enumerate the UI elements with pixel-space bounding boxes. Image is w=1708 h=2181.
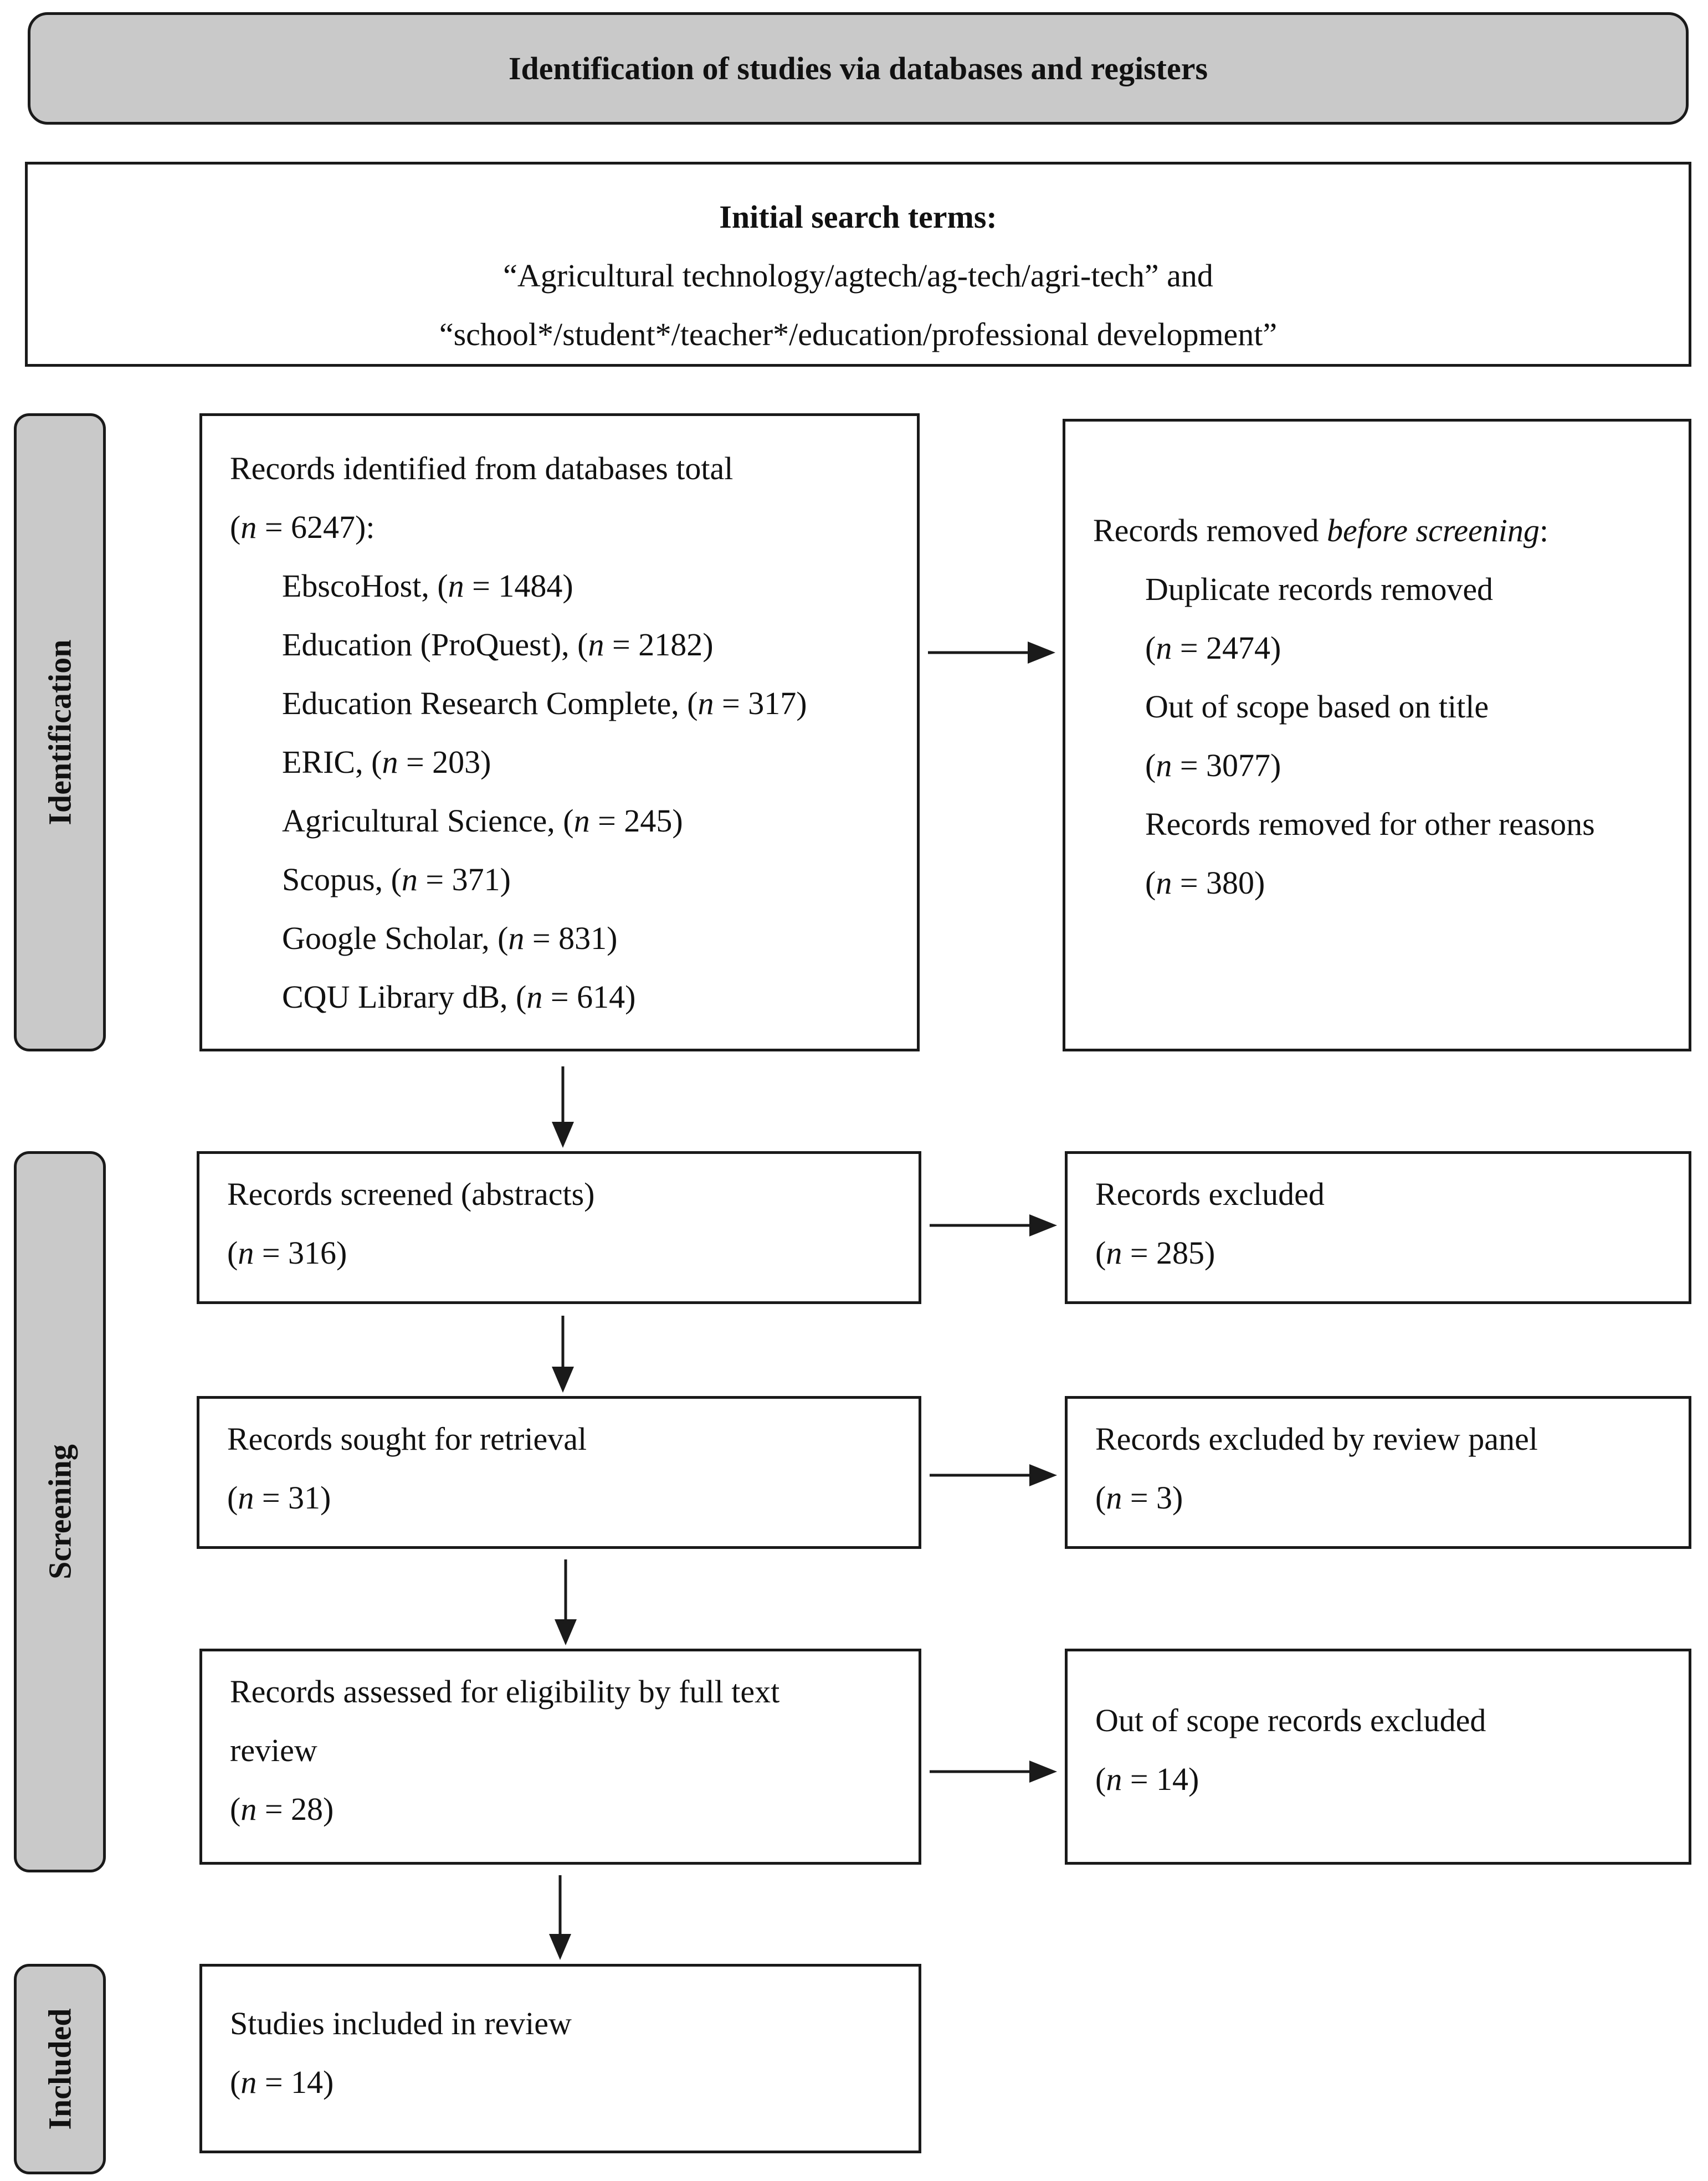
source-ebscohost: EbscoHost, (n = 1484) (282, 568, 573, 604)
source-eric: ERIC, (n = 203) (282, 744, 491, 780)
records-removed-title: Records removed before screening: (1093, 512, 1548, 548)
records-excluded-box: Records excluded (n = 285) (1065, 1151, 1691, 1304)
records-screened-box: Records screened (abstracts) (n = 316) (197, 1151, 921, 1304)
source-agricultural-science: Agricultural Science, (n = 245) (282, 803, 683, 839)
search-terms-title: Initial search terms: (719, 199, 997, 235)
records-excluded-count: (n = 285) (1095, 1235, 1215, 1271)
eligibility-box: Records assessed for eligibility by full… (199, 1649, 921, 1865)
records-retrieval-box: Records sought for retrieval (n = 31) (197, 1396, 921, 1549)
header-banner: Identification of studies via databases … (28, 12, 1689, 125)
review-panel-excluded-box: Records excluded by review panel (n = 3) (1065, 1396, 1691, 1549)
review-panel-excluded-count: (n = 3) (1095, 1480, 1183, 1516)
removed-title-scope-count: (n = 3077) (1145, 747, 1281, 783)
removed-duplicate-label: Duplicate records removed (1145, 571, 1494, 607)
records-screened-count: (n = 316) (227, 1235, 347, 1271)
eligibility-count: (n = 28) (230, 1791, 334, 1827)
arrowhead-screened-to-retrieval (552, 1367, 574, 1393)
out-of-scope-label: Out of scope records excluded (1095, 1702, 1486, 1738)
arrowhead-retrieval-to-panel (1029, 1464, 1057, 1486)
header-title: Identification of studies via databases … (508, 50, 1208, 86)
studies-included-count: (n = 14) (230, 2064, 334, 2100)
records-identified-box: Records identified from databases total … (199, 413, 920, 1051)
search-terms-line-2: “school*/student*/teacher*/education/pro… (439, 316, 1278, 352)
search-terms-line-1: “Agricultural technology/agtech/ag-tech/… (503, 258, 1213, 294)
source-education-proquest: Education (ProQuest), (n = 2182) (282, 627, 714, 663)
records-screened-label: Records screened (abstracts) (227, 1176, 595, 1212)
studies-included-box: Studies included in review (n = 14) (199, 1964, 921, 2153)
arrowhead-identified-to-screened (552, 1122, 574, 1148)
arrowhead-eligibility-to-scope (1029, 1761, 1057, 1783)
removed-other-count: (n = 380) (1145, 865, 1265, 901)
records-excluded-label: Records excluded (1095, 1176, 1325, 1212)
studies-included-label: Studies included in review (230, 2005, 572, 2041)
records-retrieval-label: Records sought for retrieval (227, 1421, 587, 1457)
eligibility-label-line-1: Records assessed for eligibility by full… (230, 1674, 780, 1710)
phase-identification: Identification (14, 413, 106, 1051)
out-of-scope-count: (n = 14) (1095, 1761, 1199, 1797)
arrowhead-eligibility-to-included (549, 1934, 571, 1960)
records-identified-title: Records identified from databases total (230, 450, 734, 486)
source-scopus: Scopus, (n = 371) (282, 861, 511, 897)
records-retrieval-count: (n = 31) (227, 1480, 331, 1516)
arrowhead-retrieval-to-eligibility (555, 1619, 577, 1645)
source-google-scholar: Google Scholar, (n = 831) (282, 920, 618, 956)
phase-screening: Screening (14, 1151, 106, 1872)
search-terms-box: Initial search terms: “Agricultural tech… (25, 162, 1691, 367)
records-identified-total: (n = 6247): (230, 509, 375, 545)
source-cqu-library: CQU Library dB, (n = 614) (282, 979, 636, 1015)
eligibility-label-line-2: review (230, 1732, 317, 1768)
arrowhead-identified-to-removed (1028, 642, 1055, 664)
source-education-research-complete: Education Research Complete, (n = 317) (282, 685, 807, 721)
out-of-scope-box: Out of scope records excluded (n = 14) (1065, 1649, 1691, 1865)
removed-title-scope-label: Out of scope based on title (1145, 689, 1489, 725)
records-removed-box: Records removed before screening: Duplic… (1063, 419, 1691, 1051)
phase-included: Included (14, 1964, 106, 2174)
review-panel-excluded-label: Records excluded by review panel (1095, 1421, 1538, 1457)
removed-other-label: Records removed for other reasons (1145, 806, 1595, 842)
arrowhead-screened-to-excluded (1029, 1214, 1057, 1236)
removed-duplicate-count: (n = 2474) (1145, 630, 1281, 666)
